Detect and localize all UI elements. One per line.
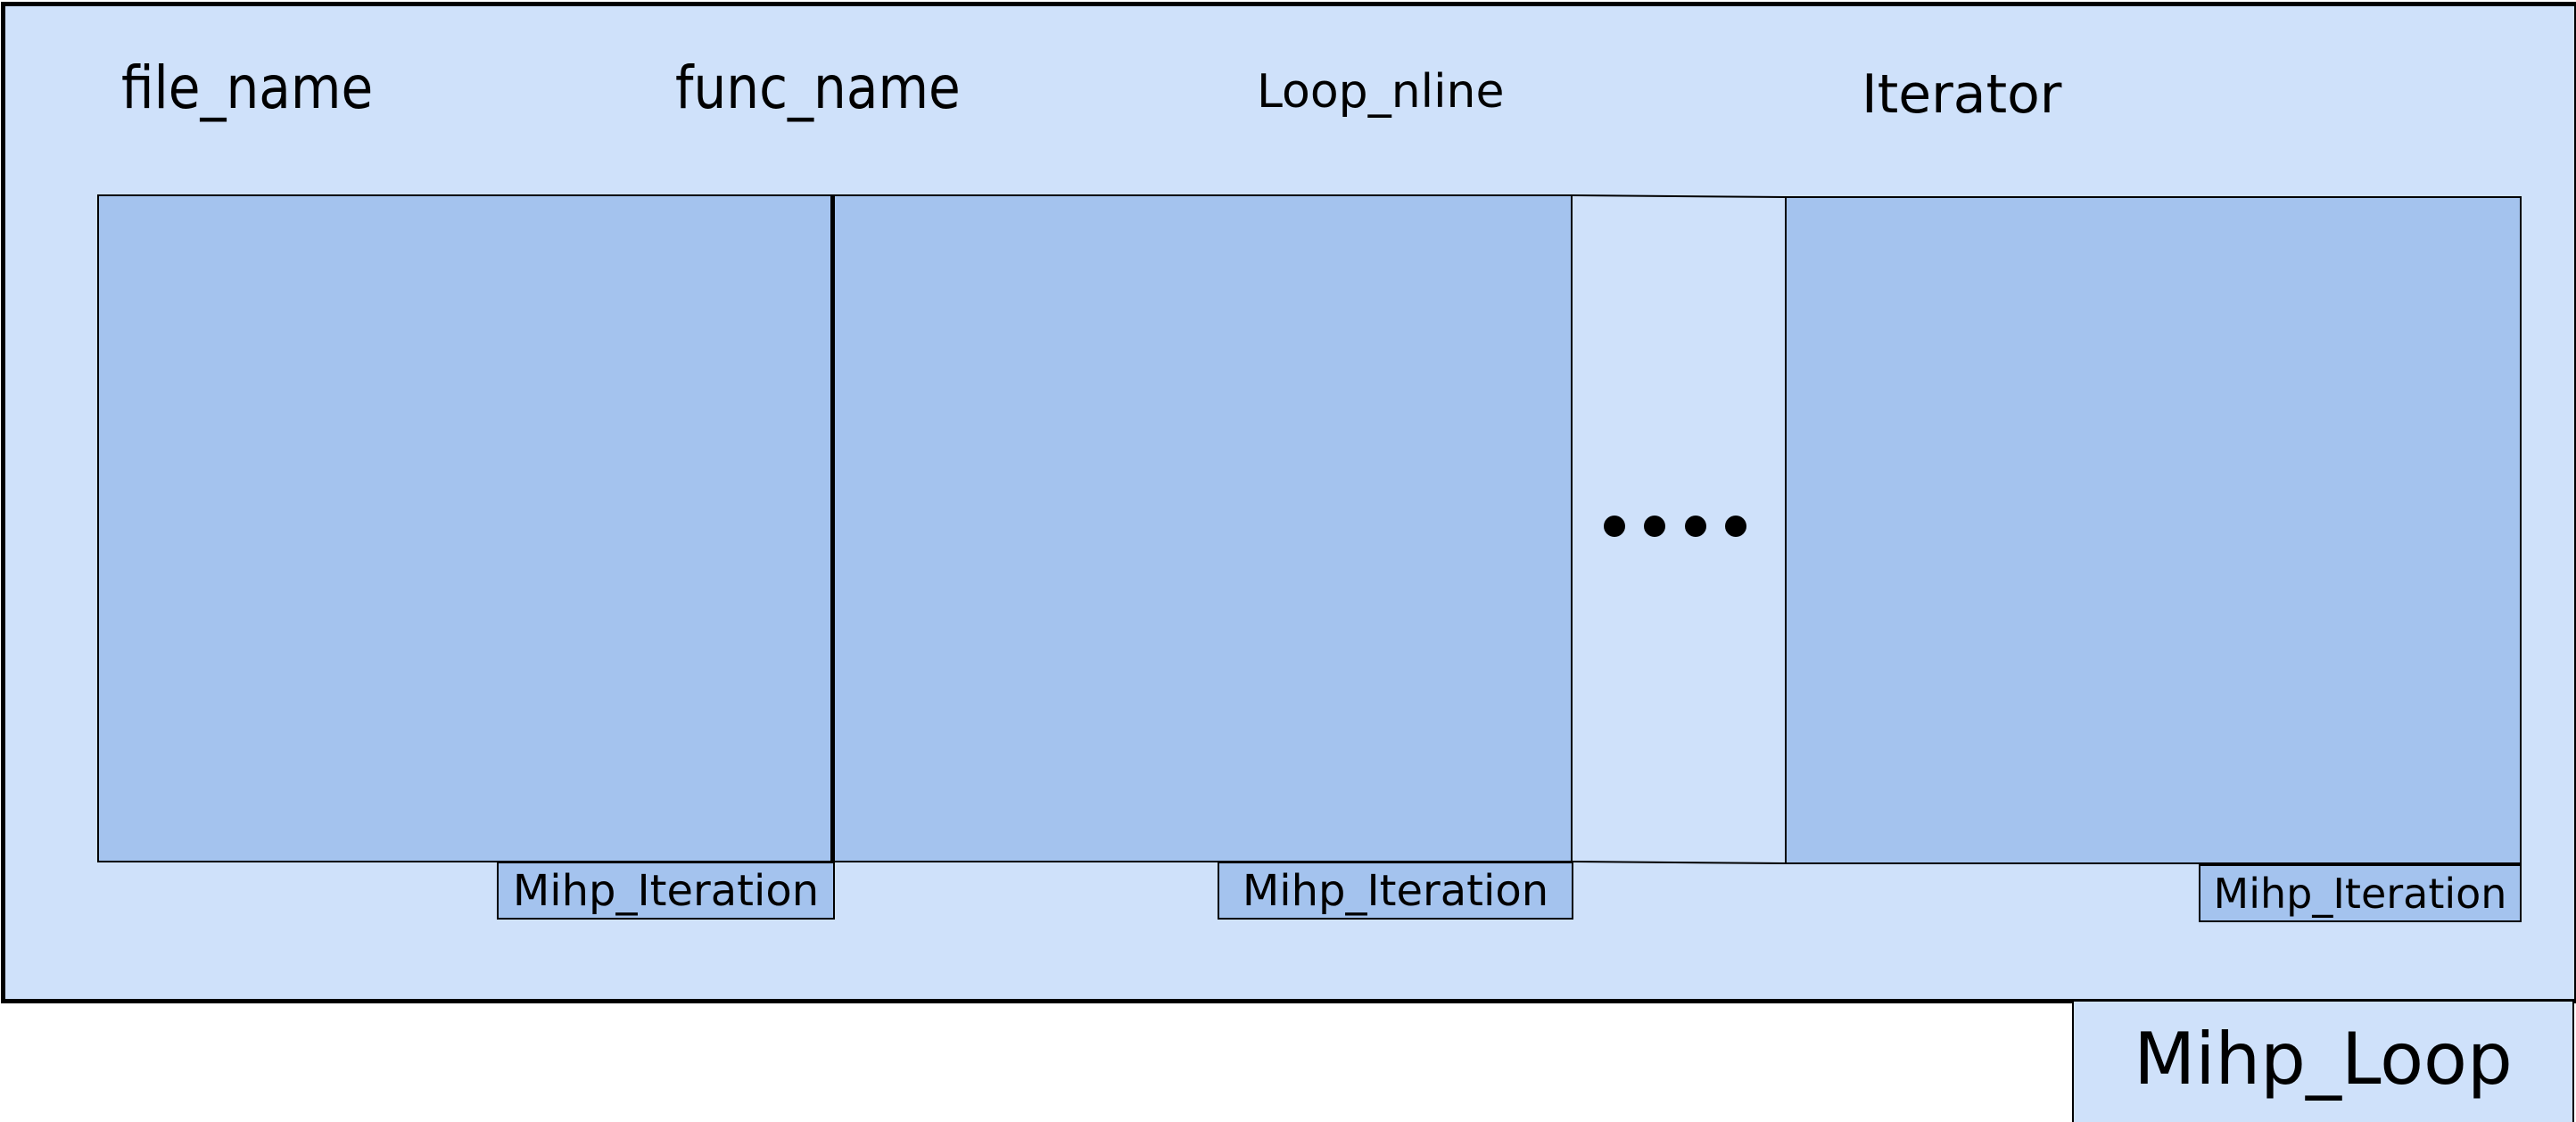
ellipsis-dot	[1644, 516, 1666, 537]
ellipsis	[1604, 516, 1746, 539]
mihp-loop-tag: Mihp_Loop	[2072, 1000, 2574, 1122]
iterator-label: Iterator	[1862, 63, 2062, 126]
ellipsis-dot	[1724, 516, 1746, 537]
iteration-box-1	[97, 194, 835, 862]
func-name-label: func_name	[675, 54, 961, 122]
iteration-tag-2: Mihp_Iteration	[1218, 862, 1573, 920]
iteration-tag-3: Mihp_Iteration	[2199, 864, 2522, 922]
iteration-tag-1: Mihp_Iteration	[497, 862, 835, 920]
iteration-box-2	[833, 194, 1573, 862]
ellipsis-dot	[1604, 516, 1625, 537]
iteration-box-3	[1785, 196, 2522, 864]
loop-nline-label: Loop_nline	[1257, 65, 1505, 119]
file-name-label: file_name	[121, 54, 374, 122]
ellipsis-dot	[1684, 516, 1706, 537]
